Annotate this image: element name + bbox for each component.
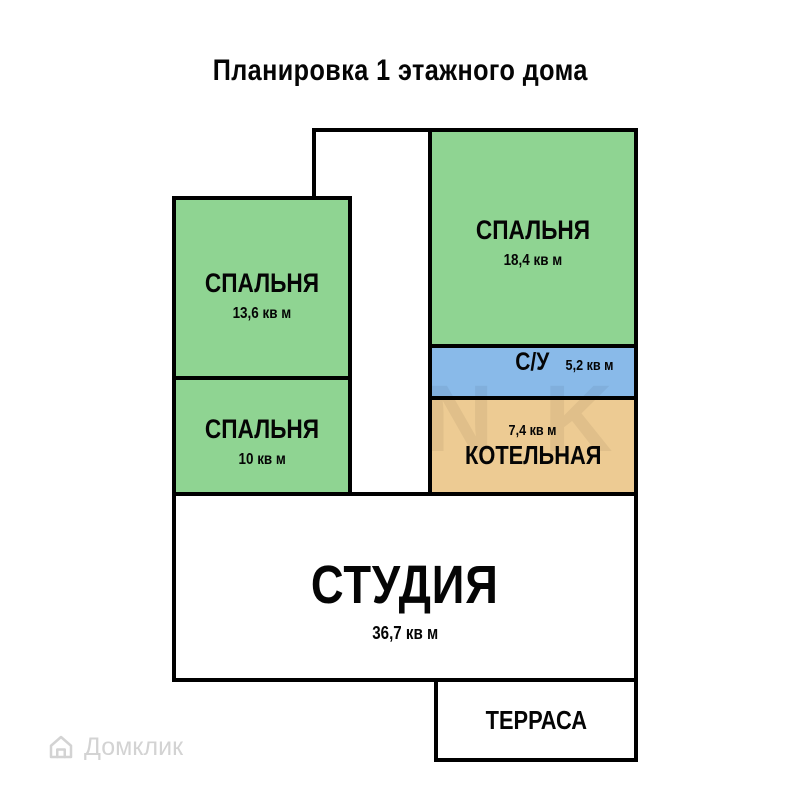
room-name: ТЕРРАСА [485,704,587,735]
room-name: КОТЕЛЬНАЯ [464,440,602,471]
room-hallway [312,128,440,200]
room-studio: СТУДИЯ 36,7 кв м [172,492,638,682]
room-bathroom: С/У 5,2 кв м [428,344,638,400]
room-bedroom-right: СПАЛЬНЯ 18,4 кв м [428,128,638,348]
brand-watermark: Домклик [46,732,183,762]
room-name: СПАЛЬНЯ [475,214,591,245]
brand-name: Домклик [84,732,184,761]
page-title-text: Планировка 1 этажного дома [212,54,588,87]
room-area: 10 кв м [238,451,286,469]
room-name: С/У [514,348,550,376]
room-bedroom-left-top: СПАЛЬНЯ 13,6 кв м [172,196,352,380]
room-area: 7,4 кв м [509,422,557,440]
room-terrace: ТЕРРАСА [434,678,638,762]
room-name: СТУДИЯ [311,554,499,615]
room-boiler: 7,4 кв м КОТЕЛЬНАЯ [428,396,638,496]
house-icon [46,732,76,762]
room-area: 18,4 кв м [503,252,563,270]
room-area: 5,2 кв м [565,357,614,374]
room-name: СПАЛЬНЯ [204,267,320,298]
room-bedroom-left-bottom: СПАЛЬНЯ 10 кв м [172,376,352,496]
page-title: Планировка 1 этажного дома [0,54,800,88]
room-name: СПАЛЬНЯ [204,413,320,444]
room-area: 13,6 кв м [232,305,292,323]
room-area: 36,7 кв м [372,623,438,644]
